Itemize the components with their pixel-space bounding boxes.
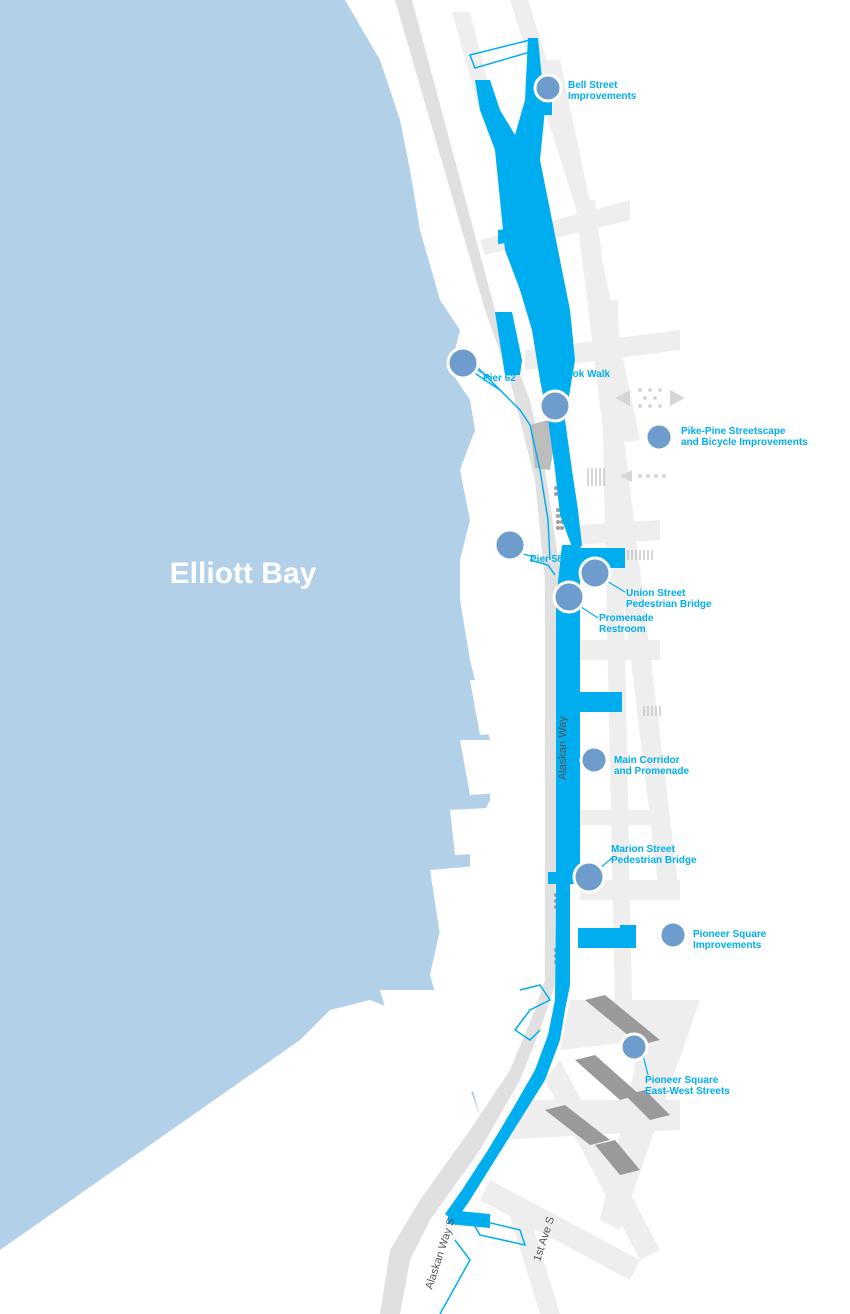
overlook-walk-marker[interactable] (538, 389, 572, 423)
pier-62-marker[interactable] (446, 346, 480, 380)
union-street-marker[interactable] (578, 556, 612, 590)
alaskan-way-label: Alaskan Way (557, 716, 569, 780)
pier-58-label: Pier 58 (530, 554, 563, 565)
stair-hatches (587, 468, 661, 716)
pike-pine-marker[interactable] (644, 422, 674, 452)
pioneer-square-label: Pioneer Square Improvements (693, 929, 769, 951)
project-markers (446, 73, 688, 1062)
pioneer-square-streets (545, 995, 670, 1175)
aquarium-building (530, 420, 555, 470)
project-corridor (445, 38, 636, 1228)
pike-pine-arrows (615, 388, 685, 482)
union-street-label: Union Street Pedestrian Bridge (626, 588, 712, 610)
marion-street-marker[interactable] (572, 860, 606, 894)
piers (380, 450, 548, 1110)
pier-58-marker[interactable] (493, 528, 527, 562)
main-corridor-label: Main Corridor and Promenade (614, 755, 689, 777)
alaskan-way-road (380, 0, 570, 1314)
pioneer-square-ew-marker[interactable] (619, 1032, 649, 1062)
bell-street-marker[interactable] (533, 73, 563, 103)
project-labels: Bell Street Improvements Pier 62 Overloo… (483, 80, 808, 1097)
pioneer-square-marker[interactable] (658, 920, 688, 950)
bell-street-label: Bell Street Improvements (568, 80, 637, 102)
pike-pine-label: Pike-Pine Streetscape and Bicycle Improv… (681, 426, 808, 448)
promenade-restroom-label: Promenade Restroom (599, 613, 656, 635)
promenade-restroom-marker[interactable] (552, 580, 586, 614)
overlook-walk-label: Overlook Walk (541, 369, 611, 380)
pier-62-label: Pier 62 (483, 373, 516, 384)
pioneer-square-ew-label: Pioneer Square East-West Streets (645, 1075, 730, 1097)
marion-street-label: Marion Street Pedestrian Bridge (611, 844, 697, 866)
elliott-bay-label: Elliott Bay (170, 557, 317, 590)
main-corridor-marker[interactable] (579, 745, 609, 775)
